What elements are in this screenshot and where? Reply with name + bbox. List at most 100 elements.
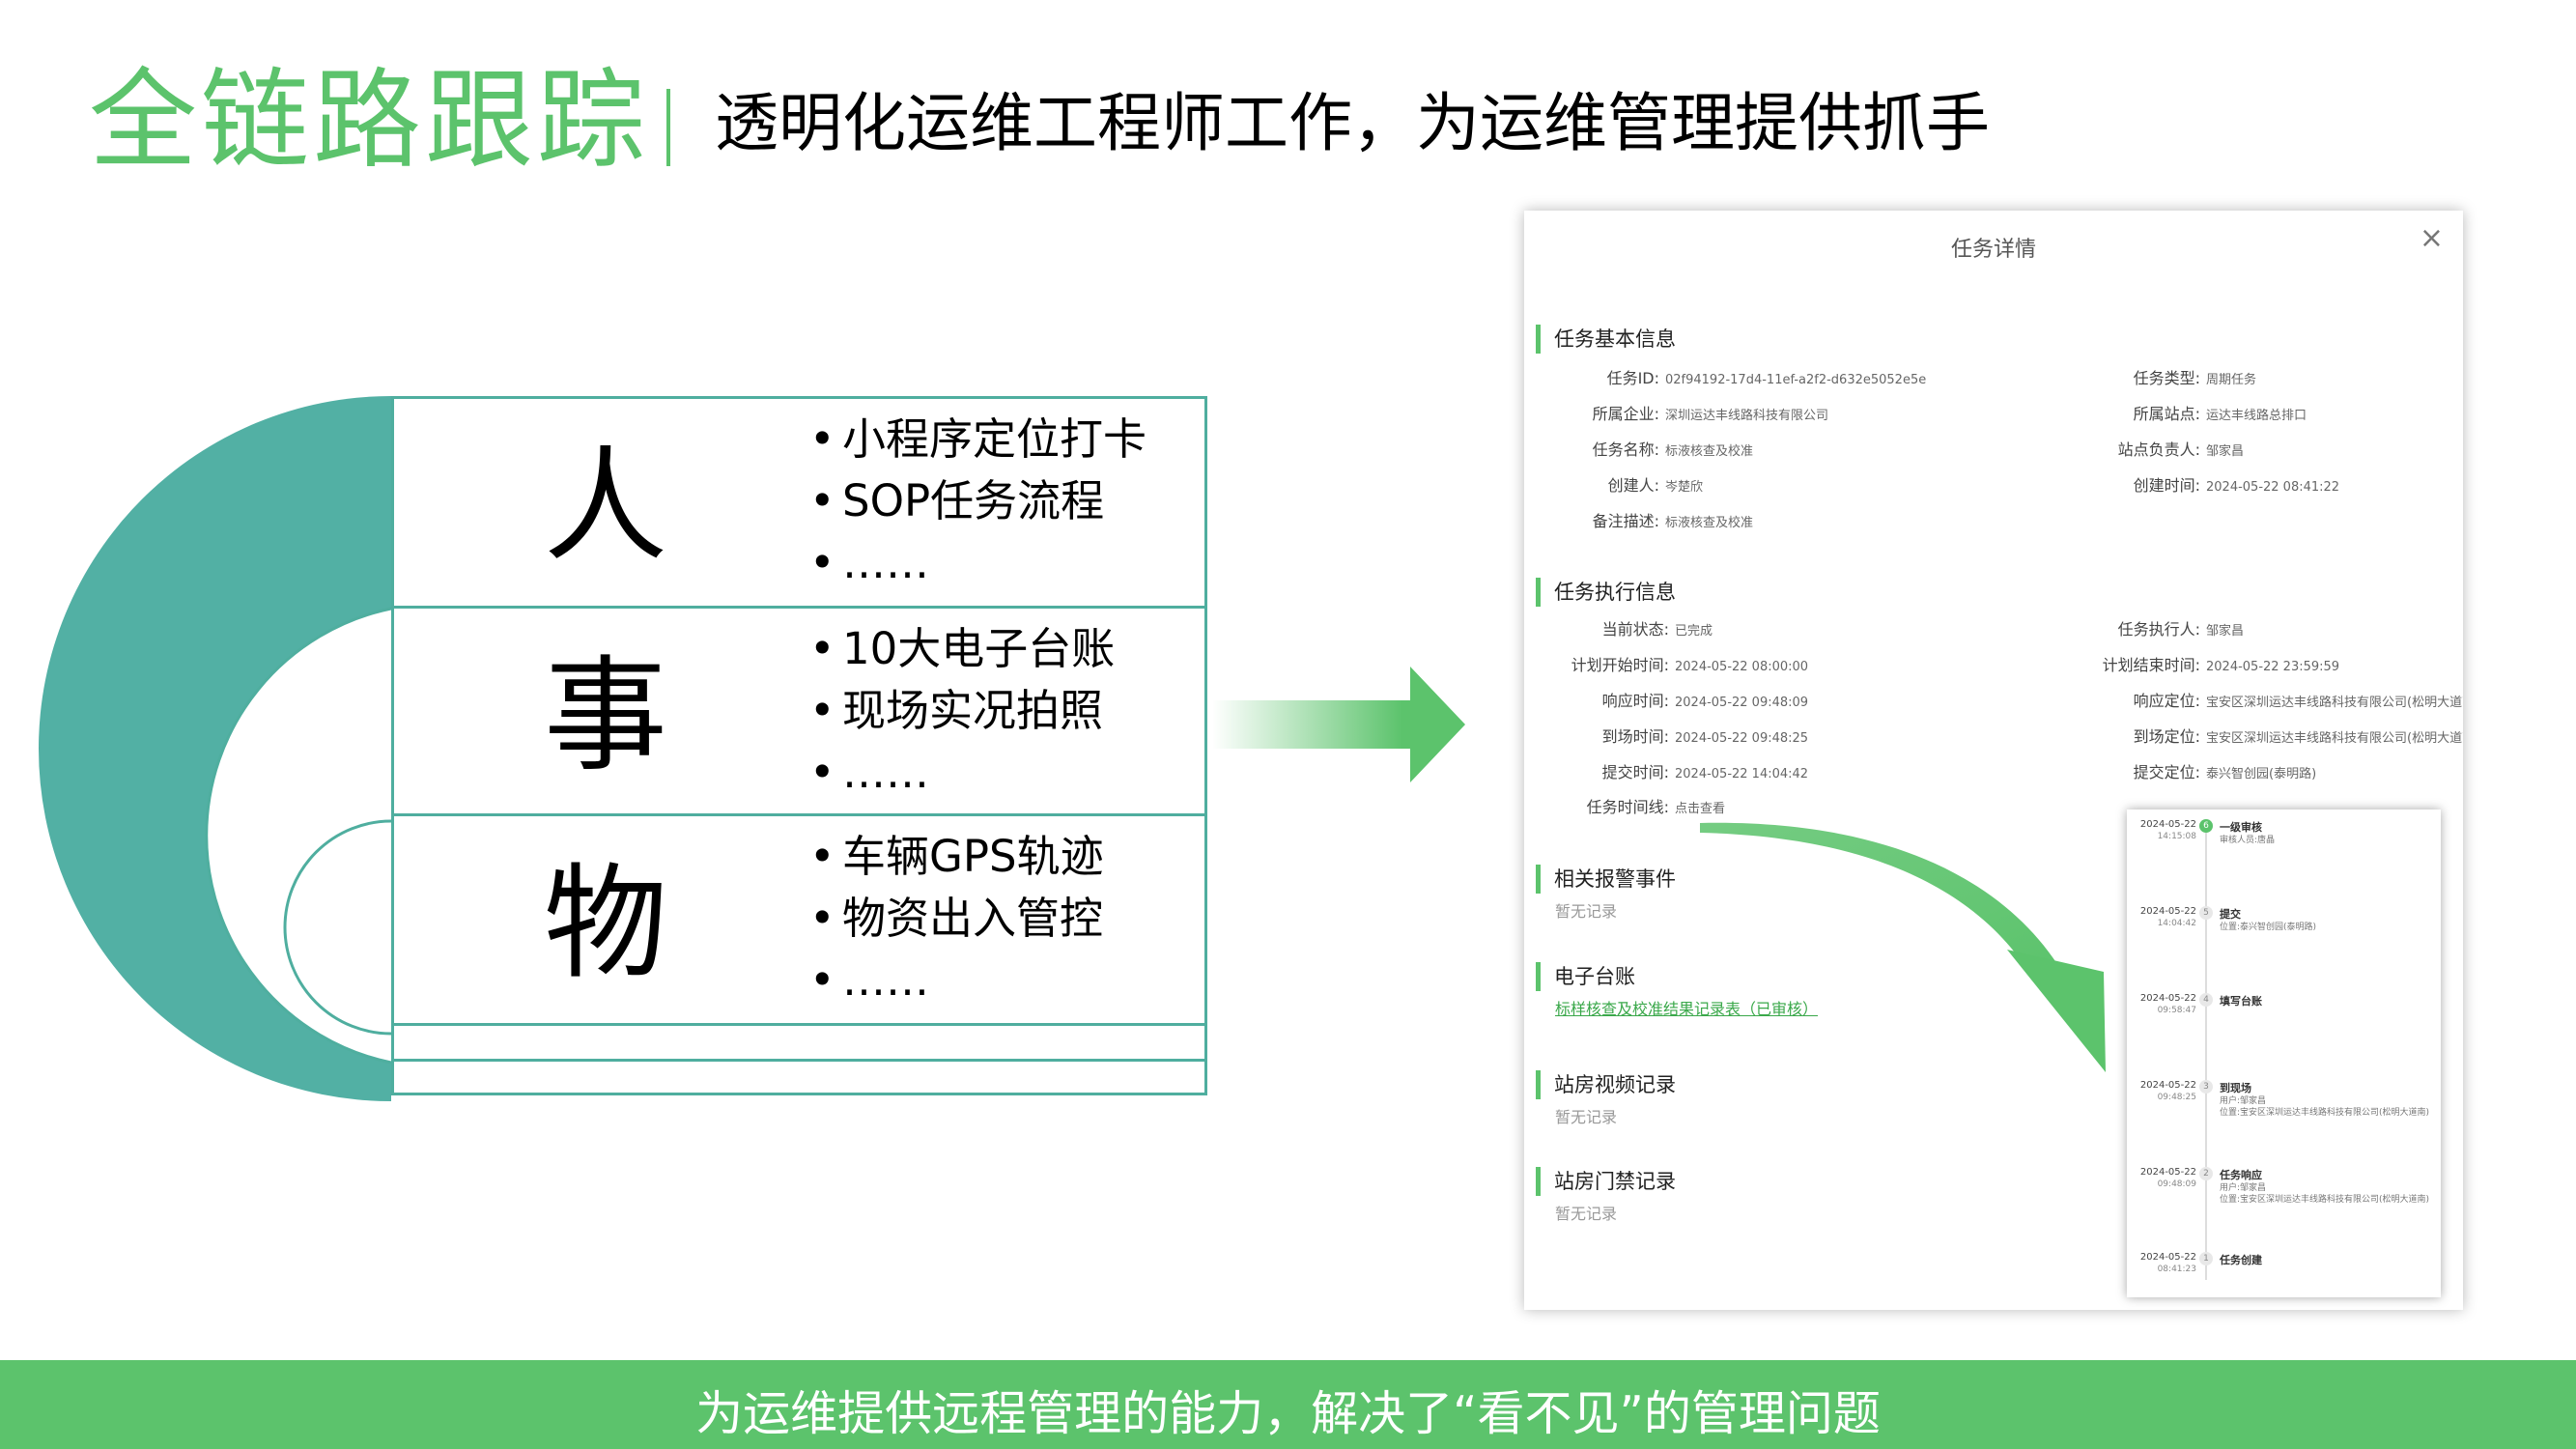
- bullet-item: 物资出入管控: [809, 888, 1104, 950]
- field-label: 站点负责人:: [2117, 440, 2200, 459]
- timeline-line: [2205, 821, 2207, 1280]
- field-value: 周期任务: [2206, 373, 2257, 387]
- slide-title: 全链路跟踪: [89, 58, 649, 184]
- footer-text: 为运维提供远程管理的能力，解决了“看不见”的管理问题: [695, 1386, 1881, 1441]
- section-heading-video: 站房视频记录: [1536, 1070, 1676, 1099]
- info-field: 响应定位: 宝安区深圳运达丰线路科技有限公司(松明大道南): [2026, 688, 2463, 711]
- field-label: 提交时间:: [1601, 763, 1669, 781]
- ring-diagram: [39, 396, 392, 1101]
- field-label: 响应时间:: [1601, 692, 1669, 710]
- field-value: 2024-05-22 08:00:00: [1675, 660, 1809, 674]
- field-value: 02f94192-17d4-11ef-a2f2-d632e5052e5e: [1665, 373, 1927, 387]
- category-char: 事: [544, 644, 668, 788]
- bullet-item: ……: [809, 532, 1146, 594]
- field-value: 2024-05-22 09:48:09: [1675, 696, 1809, 710]
- timeline-title: 任务创建: [2220, 1254, 2262, 1266]
- field-label: 计划结束时间:: [2102, 656, 2200, 674]
- field-value: 邹家昌: [2206, 624, 2245, 639]
- empty-text: 暂无记录: [1555, 1108, 1618, 1126]
- field-label: 创建人:: [1607, 476, 1659, 495]
- info-field: 任务名称: 标液核查及校准: [1543, 437, 1753, 460]
- timeline-date: 2024-05-22: [2139, 1167, 2196, 1178]
- field-value: 宝安区深圳运达丰线路科技有限公司(松明大道南): [2206, 731, 2463, 746]
- timeline-detail: 审核人员:唐晶: [2220, 836, 2276, 845]
- timeline-step-badge: 2: [2199, 1167, 2213, 1180]
- spacer-row: [391, 1059, 1207, 1095]
- task-detail-dialog: 任务详情 × 任务基本信息 任务执行信息 任务时间线:点击查看 相关报警事件 暂…: [1524, 211, 2463, 1310]
- field-value: 标液核查及校准: [1665, 516, 1754, 530]
- timeline-title: 填写台账: [2220, 995, 2262, 1008]
- timeline-detail: 用户:邹家昌: [2220, 1183, 2267, 1193]
- timeline-time: 14:04:42: [2157, 919, 2196, 928]
- field-value: 标液核查及校准: [1665, 444, 1754, 459]
- timeline-link[interactable]: 点击查看: [1675, 802, 1726, 816]
- timeline-step-badge: 4: [2199, 993, 2213, 1007]
- field-label: 响应定位:: [2133, 692, 2200, 710]
- field-label: 任务ID:: [1606, 369, 1659, 387]
- field-label: 任务名称:: [1592, 440, 1659, 459]
- field-label: 提交定位:: [2133, 763, 2200, 781]
- bullet-item: ……: [809, 950, 1104, 1011]
- timeline-detail: 位置:宝安区深圳运达丰线路科技有限公司(松明大道南): [2220, 1108, 2430, 1118]
- bullet-list: 车辆GPS轨迹 物资出入管控 ……: [809, 826, 1104, 1011]
- field-label: 任务类型:: [2133, 369, 2200, 387]
- section-heading-alarm: 相关报警事件: [1536, 865, 1676, 894]
- timeline-title: 一级审核: [2220, 821, 2262, 834]
- bullet-item: SOP任务流程: [809, 470, 1146, 532]
- info-field: 提交时间:2024-05-22 14:04:42: [1543, 759, 1808, 782]
- section-heading-exec: 任务执行信息: [1536, 578, 1676, 607]
- timeline-title: 提交: [2220, 908, 2241, 921]
- info-field: 所属站点: 运达丰线路总排口: [2026, 401, 2307, 424]
- field-label: 当前状态:: [1601, 620, 1669, 639]
- timeline-date: 2024-05-22: [2139, 993, 2196, 1004]
- field-label: 备注描述:: [1592, 512, 1659, 530]
- empty-text: 暂无记录: [1555, 1205, 1618, 1223]
- field-value: 宝安区深圳运达丰线路科技有限公司(松明大道南): [2206, 696, 2463, 710]
- slide-subtitle: 透明化运维工程师工作，为运维管理提供抓手: [715, 86, 1990, 160]
- timeline-detail: 位置:宝安区深圳运达丰线路科技有限公司(松明大道南): [2220, 1195, 2430, 1205]
- timeline-time: 14:15:08: [2157, 832, 2196, 841]
- field-value: 岑楚欣: [1665, 480, 1704, 495]
- info-field: 站点负责人:邹家昌: [2026, 437, 2244, 460]
- curved-arrow-icon: [1700, 822, 2106, 1072]
- category-row-things: 事 10大电子台账 现场实况拍照 ……: [391, 606, 1207, 816]
- timeline-step-badge: 5: [2199, 906, 2213, 920]
- bullet-item: 10大电子台账: [809, 618, 1115, 680]
- info-field: 到场定位:宝安区深圳运达丰线路科技有限公司(松明大道南): [2026, 724, 2463, 747]
- field-label: 到场时间:: [1601, 727, 1669, 746]
- field-value: 2024-05-22 09:48:25: [1675, 731, 1809, 746]
- bullet-item: 车辆GPS轨迹: [809, 826, 1104, 888]
- field-label: 所属站点:: [2133, 405, 2200, 423]
- bullet-item: ……: [809, 742, 1115, 804]
- info-field: 任务执行人: 邹家昌: [2026, 616, 2244, 639]
- footer-banner: 为运维提供远程管理的能力，解决了“看不见”的管理问题: [0, 1360, 2576, 1449]
- timeline-time: 09:58:47: [2157, 1006, 2196, 1015]
- close-icon[interactable]: ×: [2419, 221, 2444, 255]
- ledger-record-link[interactable]: 标样核查及校准结果记录表（已审核）: [1555, 1000, 1819, 1018]
- field-label: 创建时间:: [2133, 476, 2200, 495]
- empty-text: 暂无记录: [1555, 902, 1618, 921]
- info-field: 创建时间: 2024-05-22 08:41:22: [2026, 472, 2339, 496]
- timeline-date: 2024-05-22: [2139, 906, 2196, 917]
- timeline-title: 到现场: [2220, 1082, 2251, 1094]
- section-heading-access: 站房门禁记录: [1536, 1167, 1676, 1196]
- info-field: 当前状态:已完成: [1543, 616, 1713, 639]
- field-label: 任务执行人:: [2117, 620, 2200, 639]
- category-row-objects: 物 车辆GPS轨迹 物资出入管控 ……: [391, 813, 1207, 1026]
- section-heading-ledger: 电子台账: [1536, 962, 1635, 991]
- timeline-date: 2024-05-22: [2139, 1252, 2196, 1263]
- field-value: 运达丰线路总排口: [2206, 409, 2307, 423]
- section-heading-basic: 任务基本信息: [1536, 325, 1676, 354]
- bullet-item: 小程序定位打卡: [809, 409, 1146, 470]
- bullet-item: 现场实况拍照: [809, 680, 1115, 742]
- timeline-field: 任务时间线:点击查看: [1543, 794, 1725, 817]
- category-row-people: 人 小程序定位打卡 SOP任务流程 ……: [391, 396, 1207, 609]
- category-char: 人: [544, 435, 668, 579]
- field-value: 2024-05-22 08:41:22: [2206, 480, 2340, 495]
- info-field: 所属企业:深圳运达丰线路科技有限公司: [1543, 401, 1828, 424]
- timeline-date: 2024-05-22: [2139, 819, 2196, 830]
- info-field: 提交定位:泰兴智创园(泰明路): [2026, 759, 2317, 782]
- right-arrow-icon: [1212, 667, 1465, 782]
- timeline-step-badge: 6: [2199, 819, 2213, 833]
